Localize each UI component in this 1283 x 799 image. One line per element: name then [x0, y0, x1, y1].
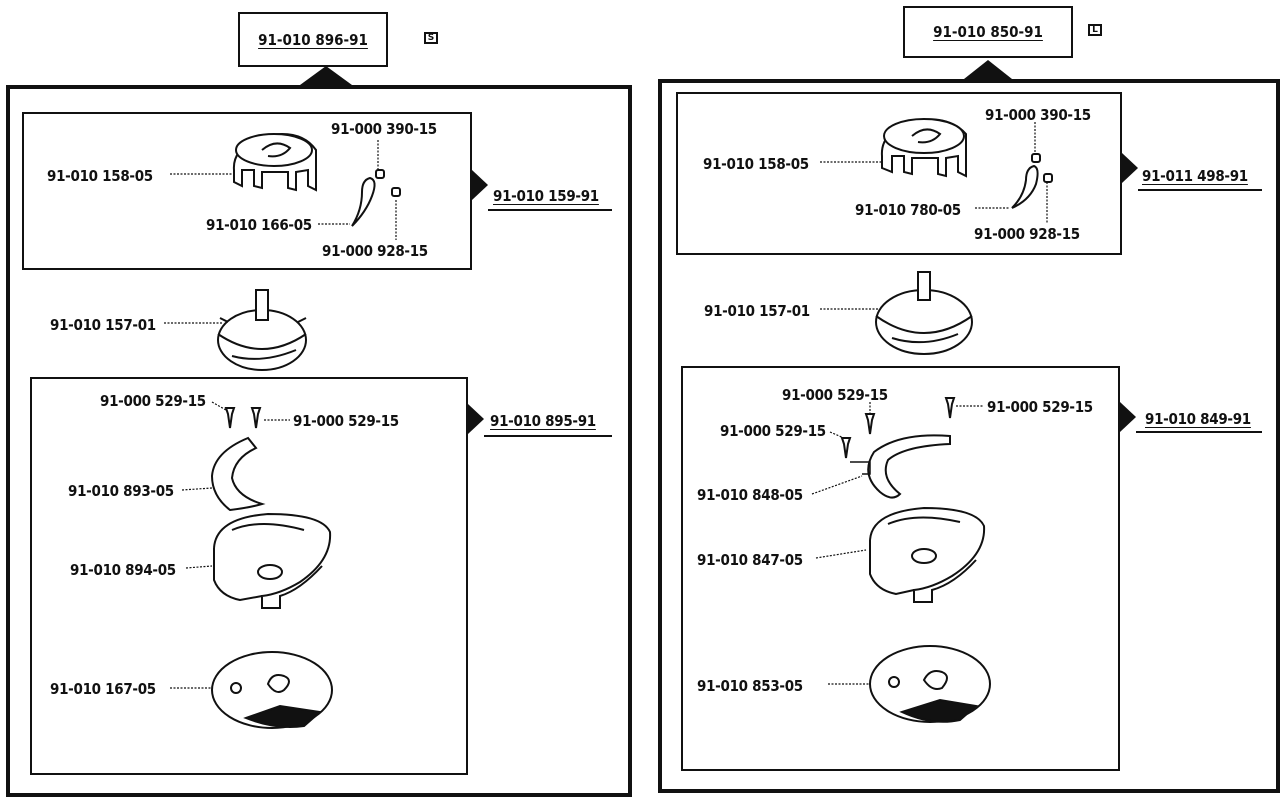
right-ring-drawing [867, 434, 951, 499]
right-cover-drawing [880, 118, 967, 178]
right-title-pointer [964, 60, 1012, 79]
right-screw-top-label: 91-000 529-15 [782, 386, 888, 404]
left-group1-box [22, 112, 472, 270]
right-group2-arrow [1120, 402, 1136, 432]
left-cover-drawing [232, 133, 317, 192]
left-bobbin-case-label: 91-010 157-01 [50, 316, 156, 334]
left-hook-label: 91-010 894-05 [70, 561, 176, 579]
left-cover-label: 91-010 158-05 [47, 167, 153, 185]
right-outer-frame [658, 79, 1280, 793]
left-spring-label: 91-010 166-05 [206, 216, 312, 234]
right-screw-b-label: 91-000 928-15 [974, 225, 1080, 243]
left-title-pointer [300, 66, 352, 85]
left-assembly-number: 91-010 896-91 [258, 30, 368, 49]
right-spring-label: 91-010 780-05 [855, 201, 961, 219]
left-group1-arrow [472, 170, 488, 200]
left-ring-label: 91-010 893-05 [68, 482, 174, 500]
right-hook-label: 91-010 847-05 [697, 551, 803, 569]
left-screw-a-label: 91-000 390-15 [331, 120, 437, 138]
right-assembly-number: 91-010 850-91 [933, 23, 1043, 41]
right-size-mark: L [1088, 24, 1102, 36]
left-group2-arrow [468, 404, 484, 434]
right-bobbin-case-drawing [875, 271, 973, 355]
right-ring-label: 91-010 848-05 [697, 486, 803, 504]
right-hook-drawing [869, 506, 986, 603]
right-group2-box [681, 366, 1120, 771]
right-group1-box [676, 92, 1122, 255]
right-plate-drawing [869, 645, 991, 723]
right-group1-arrow [1122, 153, 1138, 183]
left-screw-2-label: 91-000 529-15 [293, 412, 399, 430]
left-outer-frame [6, 85, 632, 797]
right-screw-right-label: 91-000 529-15 [987, 398, 1093, 416]
left-spring-drawing [351, 176, 376, 227]
left-assembly-title-box: 91-010 896-91 [238, 12, 388, 67]
left-group1-assembly-label: 91-010 159-91 [493, 187, 599, 205]
left-hook-drawing [213, 512, 332, 609]
left-screw-1-label: 91-000 529-15 [100, 392, 206, 410]
right-screw-a-label: 91-000 390-15 [985, 106, 1091, 124]
left-plate-label: 91-010 167-05 [50, 680, 156, 698]
right-bobbin-case-label: 91-010 157-01 [704, 302, 810, 320]
right-group2-assembly-label: 91-010 849-91 [1145, 410, 1251, 428]
left-group2-box [30, 377, 468, 775]
left-group2-assembly-label: 91-010 895-91 [490, 412, 596, 430]
right-cover-label: 91-010 158-05 [703, 155, 809, 173]
right-screw-left-label: 91-000 529-15 [720, 422, 826, 440]
left-ring-drawing [210, 436, 266, 512]
left-size-mark: S [424, 32, 438, 44]
right-group1-assembly-label: 91-011 498-91 [1142, 167, 1248, 185]
left-plate-drawing [211, 651, 333, 729]
right-plate-label: 91-010 853-05 [697, 677, 803, 695]
left-bobbin-case-drawing [217, 289, 307, 371]
right-assembly-title-box: 91-010 850-91 [903, 6, 1073, 58]
left-screw-b-label: 91-000 928-15 [322, 242, 428, 260]
right-spring-drawing [1011, 164, 1039, 209]
